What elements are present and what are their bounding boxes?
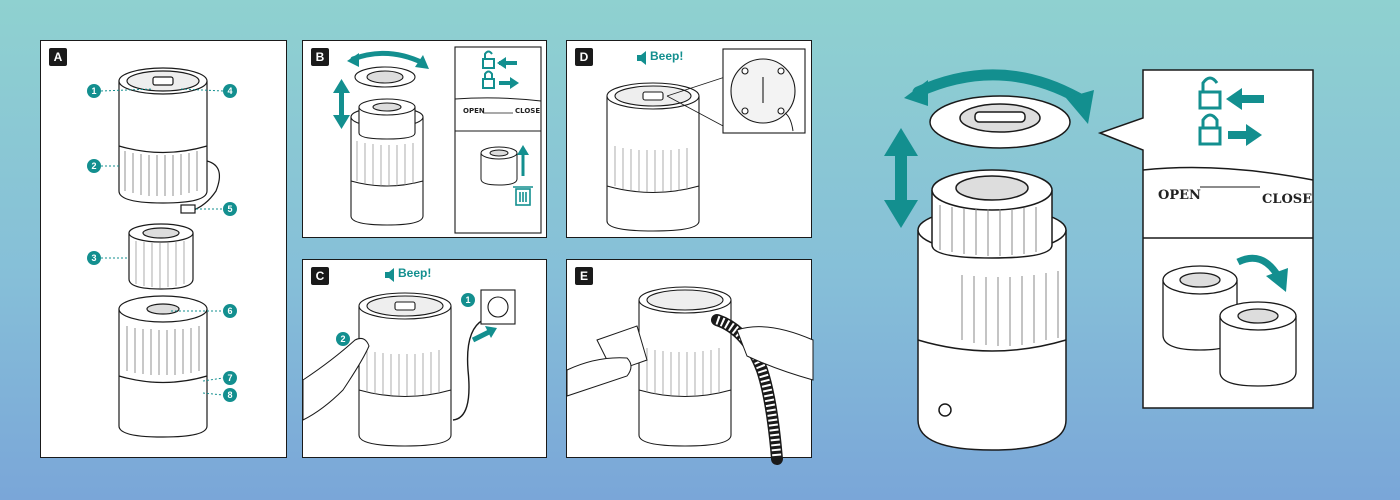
panel-a-letter: A (49, 48, 67, 66)
lid-rotate-arrow (350, 50, 426, 66)
panel-e-drawing (566, 286, 814, 465)
control-panel-inset (722, 48, 806, 134)
panel-d-drawing (606, 48, 806, 232)
callout-8: 8 (223, 388, 237, 402)
hand-right (736, 326, 814, 381)
purifier-base (118, 295, 208, 438)
trash-icon (513, 186, 533, 206)
panel-a-drawing (100, 67, 224, 438)
filter-up-arrow (517, 145, 529, 155)
callout-1: 1 (87, 84, 101, 98)
plug-in-arrow (485, 326, 497, 338)
panel-c-beep-text: Beep! (398, 266, 432, 280)
panel-a: A (40, 40, 287, 458)
speaker-icon (385, 268, 394, 282)
unlock-icon (482, 50, 495, 69)
callout-4: 4 (223, 84, 237, 98)
large-body (917, 230, 1067, 451)
callout-6: 6 (223, 304, 237, 318)
panel-e-letter: E (575, 267, 593, 285)
panel-b-drawing (333, 46, 542, 234)
callout-5: 5 (223, 202, 237, 216)
power-cord (452, 319, 484, 421)
large-lock-icon (1198, 113, 1222, 146)
large-lock-arrow (1246, 124, 1262, 146)
panel-d: D (566, 40, 812, 238)
panel-d-beep-text: Beep! (650, 49, 684, 63)
speaker-icon (637, 51, 646, 65)
panel-c: C Beep! 1 2 (302, 259, 547, 458)
hand-left (566, 357, 632, 397)
inset-open-label: OPEN (463, 107, 485, 115)
large-up-down-arrow (884, 128, 918, 228)
callout-7: 7 (223, 371, 237, 385)
purifier-assembled (118, 67, 221, 214)
callout-c-1: 1 (461, 293, 475, 307)
filter-cylinder (128, 223, 194, 290)
wall-socket (480, 289, 516, 325)
callout-c-2: 2 (336, 332, 350, 346)
lock-icon (482, 70, 495, 89)
vacuum-hose (711, 314, 783, 465)
callout-2: 2 (87, 159, 101, 173)
lid-up-down-arrow (333, 79, 350, 129)
panel-b: B (302, 40, 547, 238)
panel-d-letter: D (575, 48, 593, 66)
large-open-label: OPEN (1158, 188, 1201, 203)
large-swap-arrow (1266, 268, 1288, 292)
panel-c-drawing (302, 268, 516, 447)
large-rotate-arrow (904, 69, 1094, 124)
large-close-label: CLOSE (1262, 192, 1313, 207)
callout-3: 3 (87, 251, 101, 265)
panel-e: E (566, 259, 814, 465)
panel-b-letter: B (311, 48, 329, 66)
unlock-arrow (497, 57, 506, 69)
lock-arrow (510, 77, 519, 89)
large-unlock-icon (1198, 76, 1222, 110)
panel-c-letter: C (311, 267, 329, 285)
large-unlock-arrow (1226, 88, 1242, 110)
inset-close-label: CLOSE (515, 107, 541, 115)
hand (302, 338, 370, 421)
